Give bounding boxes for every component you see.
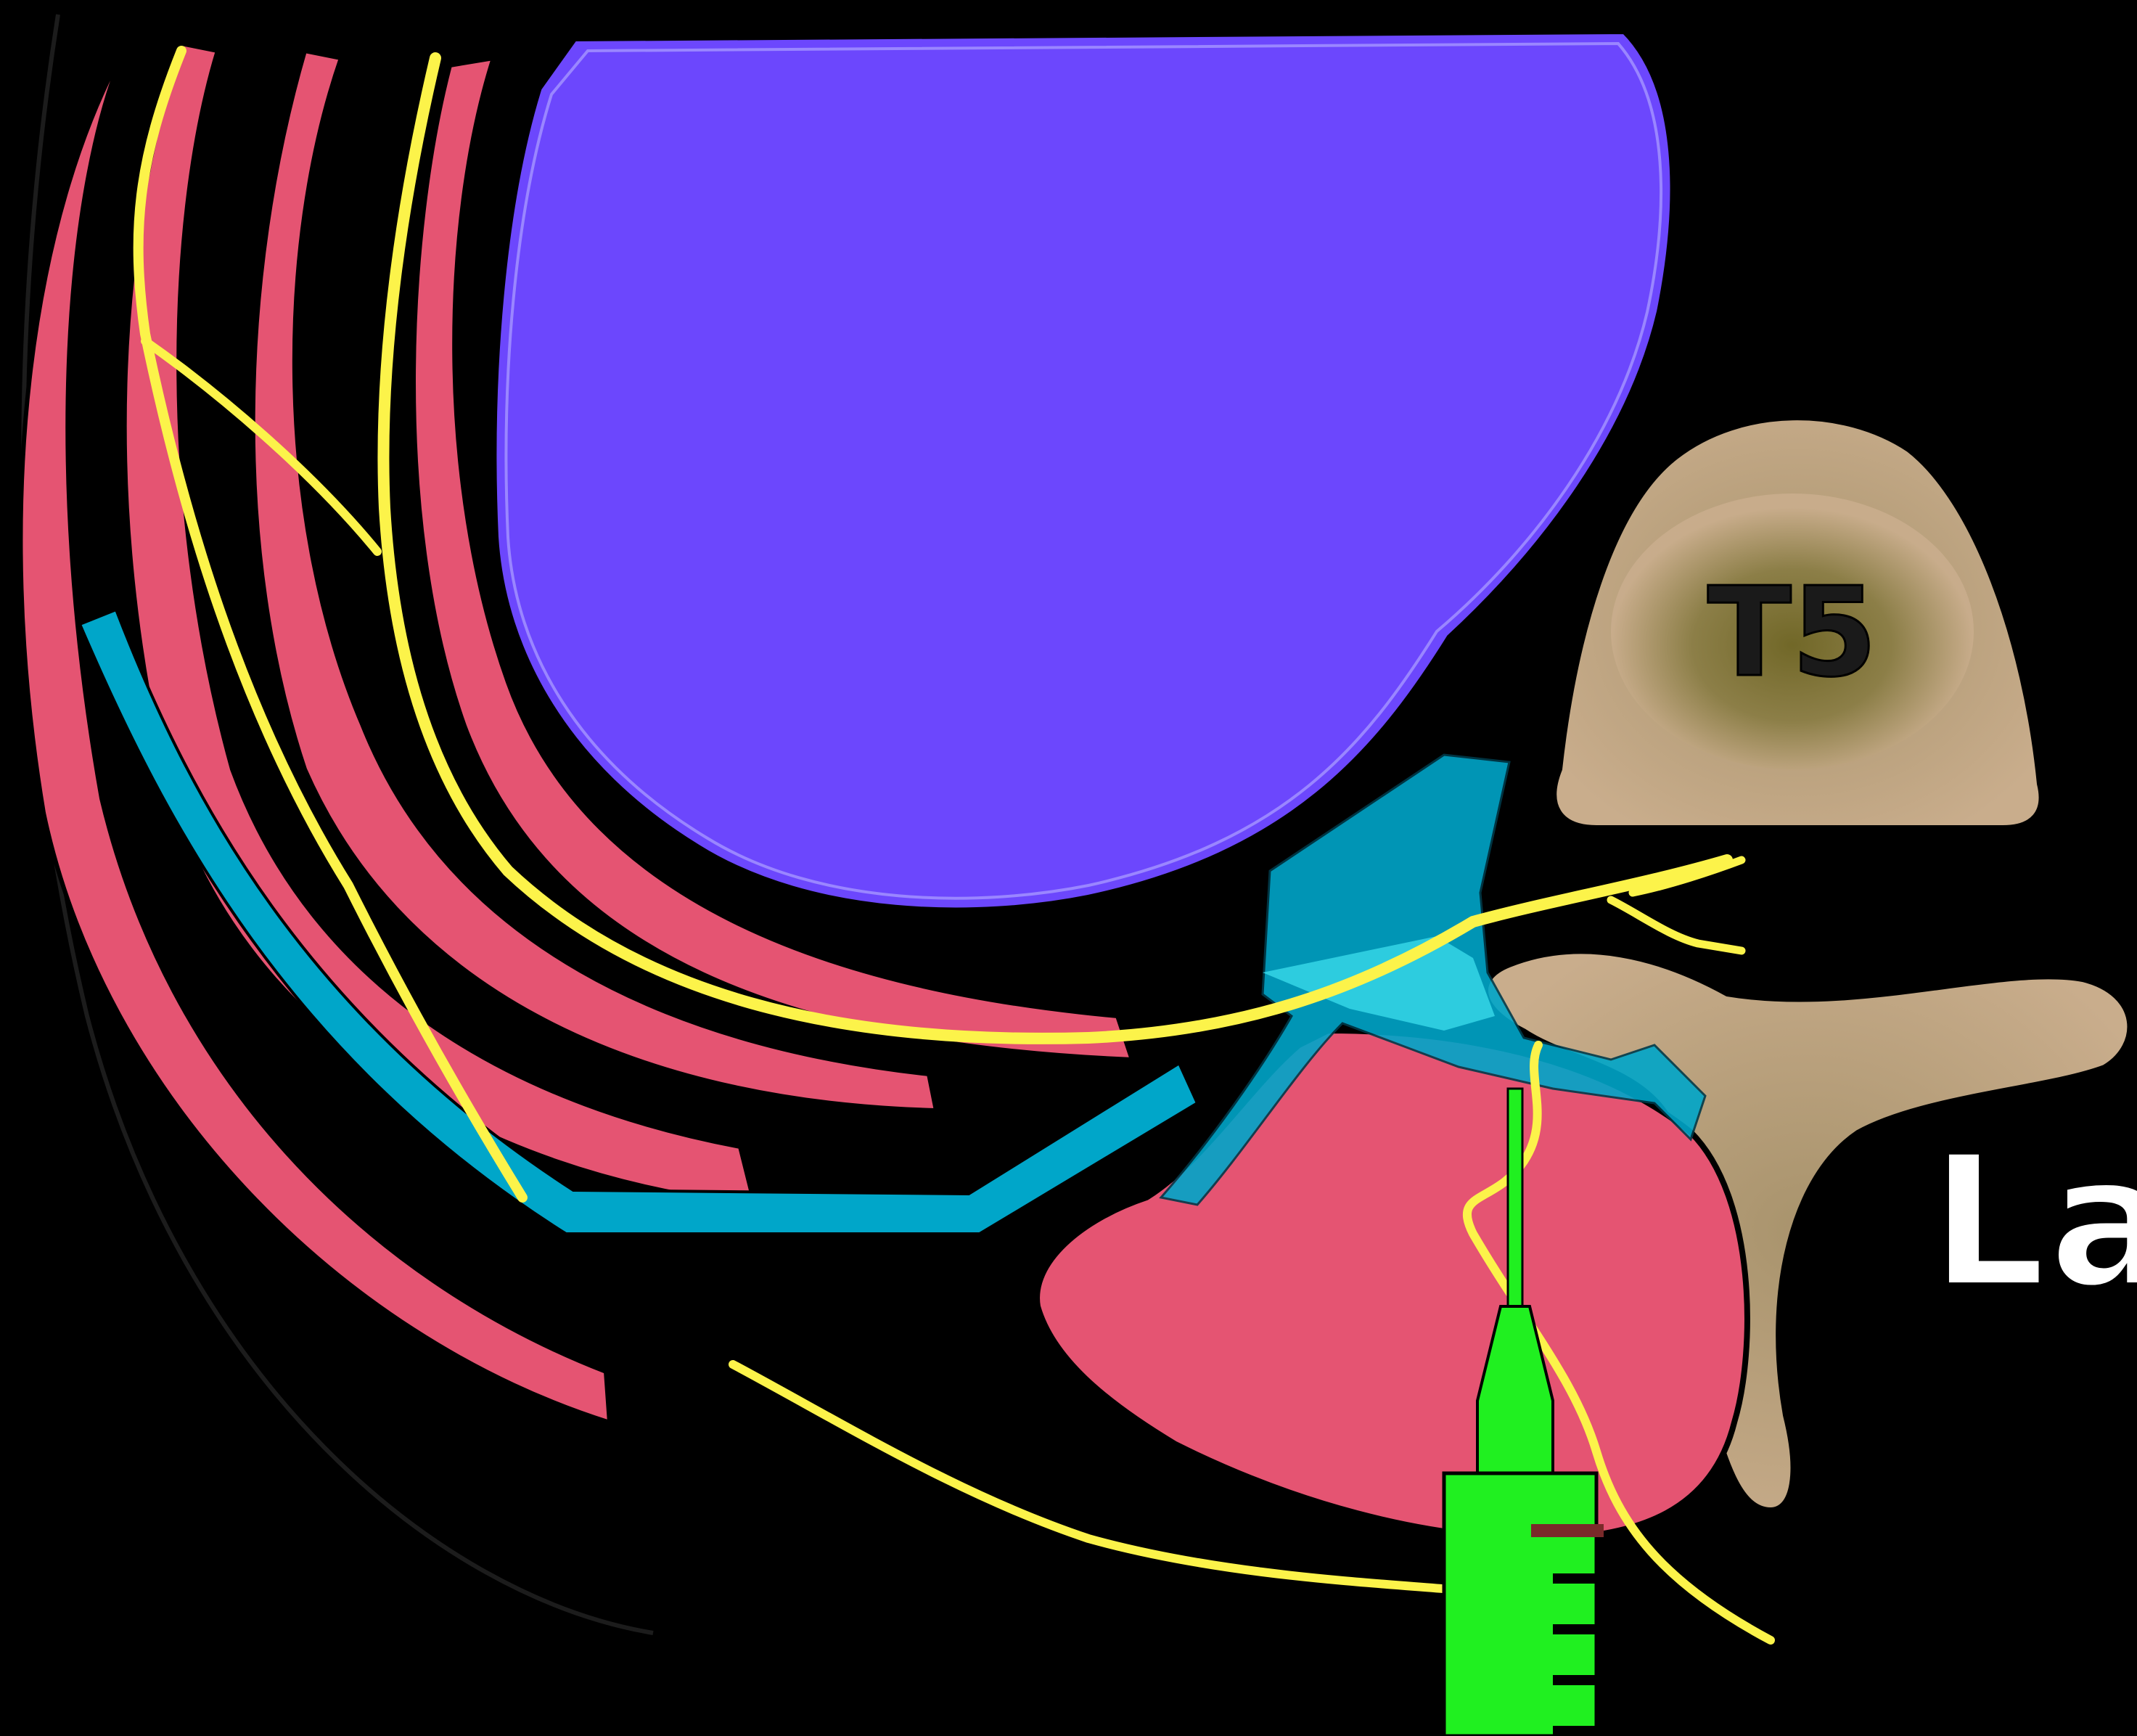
needle-shaft (1508, 1089, 1522, 1306)
lateral-label: Lat (1930, 1116, 2137, 1327)
syringe-barrel (1444, 1473, 1596, 1736)
syringe-plunger-seal (1531, 1524, 1604, 1537)
vertebra-label: T5 (1707, 561, 1877, 705)
